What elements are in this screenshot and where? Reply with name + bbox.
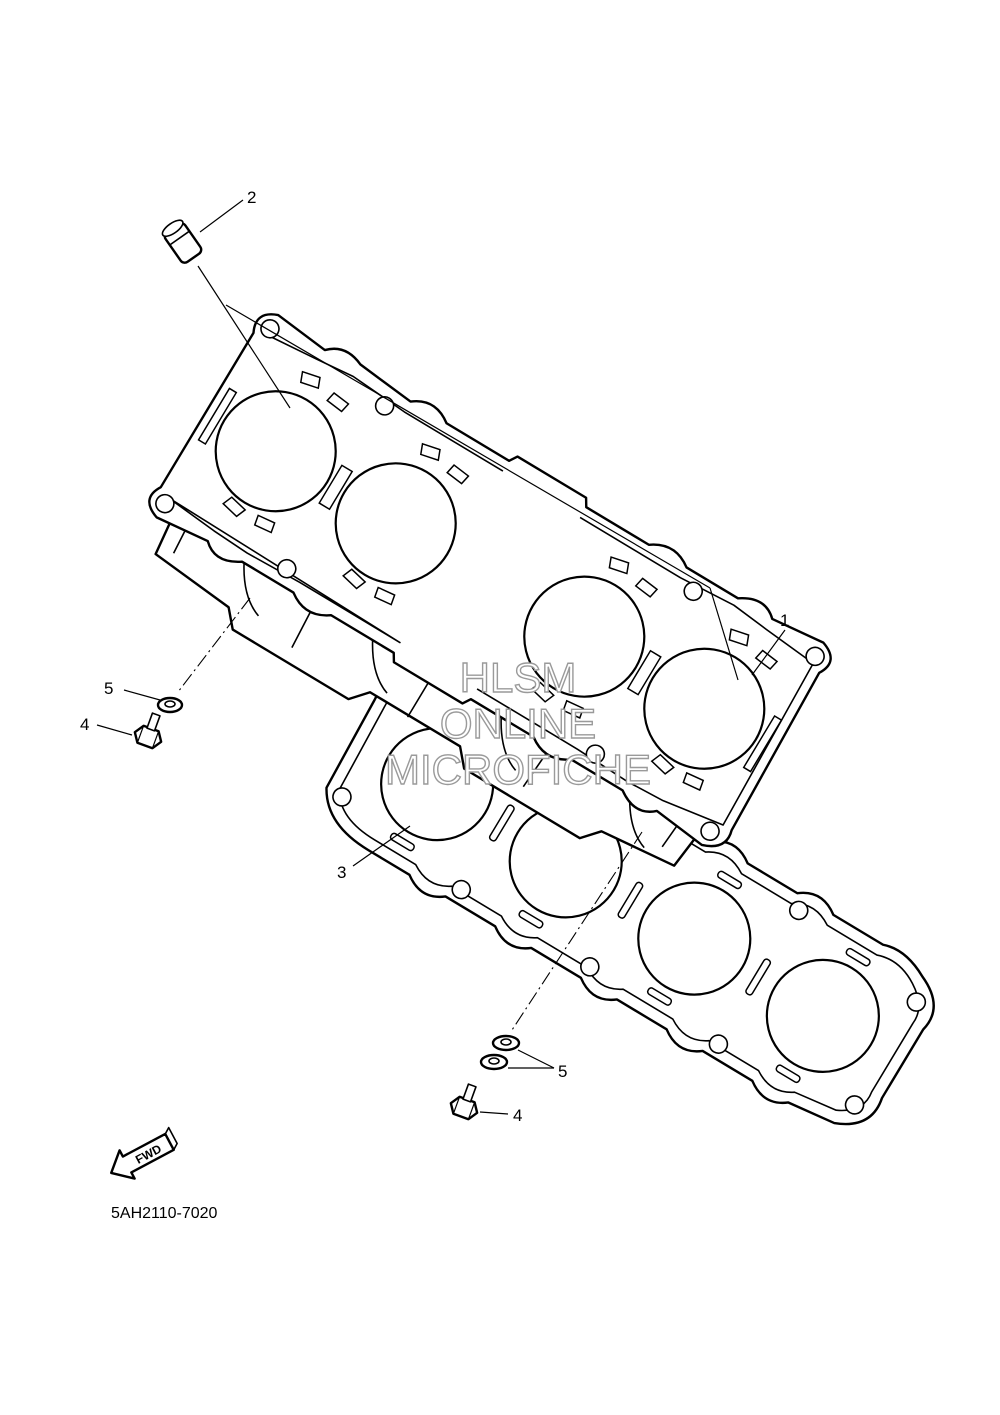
callout-4-upper: 4 [80,715,89,734]
dowel-pin [161,219,203,264]
callout-1: 1 [780,611,789,630]
watermark-line-3: MICROFICHE [385,746,651,793]
callout-4-lower: 4 [513,1106,522,1125]
cylinder-block [148,313,832,867]
watermark-line-1: HLSM [460,654,577,701]
washer-upper [156,696,184,714]
washer-lower-1 [491,1034,521,1052]
watermark-line-2: ONLINE [440,700,596,747]
washer-lower-2 [479,1053,509,1071]
leader-lines [96,199,786,1115]
bolt-upper [133,712,163,750]
callout-3: 3 [337,863,346,882]
callout-5-upper: 5 [104,679,113,698]
fwd-arrow-icon: FWD [110,1126,178,1180]
assembly-lines [177,265,739,1031]
diagram-code: 5AH2110-7020 [111,1205,218,1222]
callout-2: 2 [247,188,256,207]
callout-5-lower: 5 [558,1062,567,1081]
watermark: HLSM ONLINE MICROFICHE [384,653,651,793]
bolt-lower [449,1083,479,1121]
